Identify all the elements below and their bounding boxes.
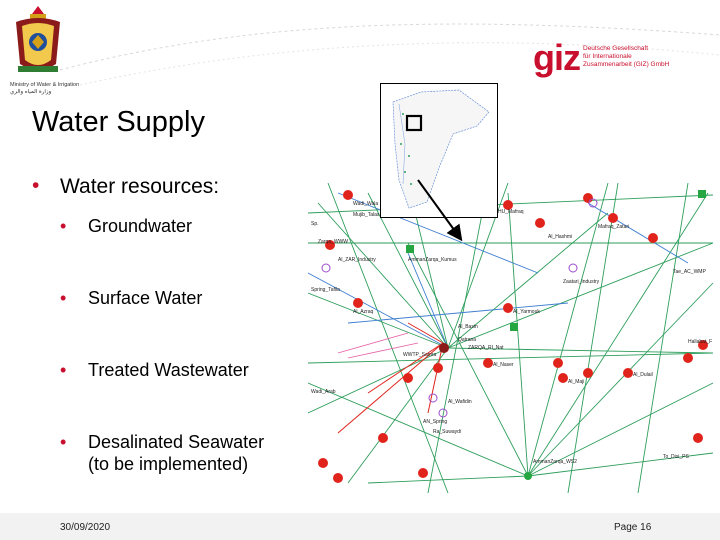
map-label: Al_Maji [568,379,584,385]
map-label: Al_Hashmi [548,234,572,240]
map-label: Wadi_Wala [353,201,378,207]
sub-bullet-groundwater: Groundwater [60,215,328,237]
slide-title: Water Supply [32,106,205,138]
header-swoosh [59,23,720,86]
map-label: AmmanZarqa_WS2 [533,459,577,465]
map-label: WWTP_Samra [403,352,437,358]
map-label: Mafraq_Zatari [598,224,629,230]
map-label: Al_Yarmouk [513,309,540,315]
map-nodes [318,190,708,483]
jordan-emblem-icon [16,6,60,72]
map-label: Al_Basin [458,324,478,330]
water-network-map: Wadi_Wala Mujib_Talas Sp. Zarqa_WWW Amma… [308,183,720,493]
map-label: ZARQA_RI_Nat [468,345,504,351]
map-label: Al_ZAR_Industry [338,257,376,263]
footer-page-number: Page 16 [614,522,652,533]
giz-subtitle: Deutsche Gesellschaft für Internationale… [583,45,670,68]
map-label: AN_Spring [423,419,447,425]
giz-wordmark: giz [533,37,581,78]
ministry-name: Ministry of Water & Irrigation وزارة الم… [10,82,80,95]
map-label: Al_Naser [493,362,514,368]
map-label: Mujib_Talas [353,212,380,218]
zoom-arrow-icon [417,179,463,242]
bullet-water-resources: Water resources: [32,174,219,199]
jordan-outline-icon [392,89,490,209]
footer-date: 30/09/2020 [60,522,111,533]
map-label: AmmanZarqa_Kumus [408,257,457,263]
map-label: Ra_Suwaydi [433,429,461,435]
bullet-list: Water resources: [32,174,219,199]
overview-map-inset [380,83,498,218]
map-label: Zarqa_WWW [318,239,348,245]
map-label: Al_Azraq [353,309,374,315]
map-label: Zaatari_Industry [563,279,600,285]
map-label: Tae_AC_WMP [673,269,706,275]
map-label: Hallabat_F [688,339,712,345]
map-label: Spring_Tafila [311,287,340,293]
sub-bullet-desalinated-seawater: Desalinated Seawater (to be implemented) [60,431,328,475]
map-links [308,183,714,493]
giz-logo: giz Deutsche Gesellschaft für Internatio… [533,40,693,76]
map-label: Sp. [311,221,319,227]
map-label: Qatrana [458,337,476,343]
map-links-pink [337,332,419,359]
map-label: Wadi_Arab [311,389,336,395]
footer-bar [0,513,720,540]
map-label: HU_Mafraq [498,209,524,215]
sub-bullet-surface-water: Surface Water [60,287,328,309]
map-links-blue [308,192,689,349]
map-label: To_Disi_PS [663,454,690,460]
map-label: Al_Dulail [633,372,653,378]
map-label: Al_Wafidin [448,399,472,405]
sub-bullet-treated-wastewater: Treated Wastewater [60,359,328,381]
